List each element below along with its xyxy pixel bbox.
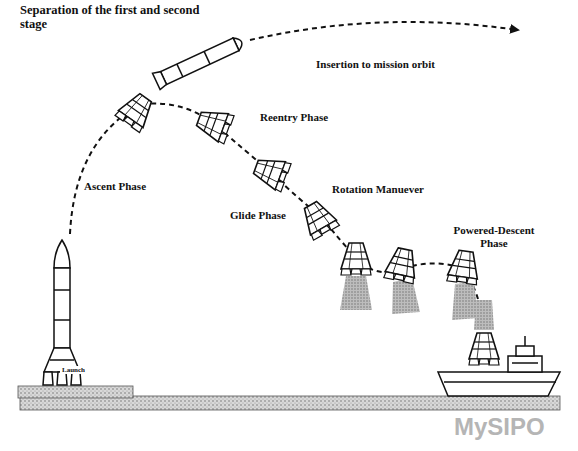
rotation-label: Rotation Manuever (330, 183, 426, 196)
ascent-label: Ascent Phase (82, 180, 148, 193)
reentry-label: Reentry Phase (258, 111, 330, 124)
orbit-insertion-label: Insertion to mission orbit (314, 58, 437, 71)
stage-separation-label: Separation of the first and second stage (18, 3, 202, 32)
glide-label: Glide Phase (228, 209, 288, 222)
powered-descent-label: Powered-Descent Phase (440, 224, 548, 249)
watermark: MySIPO (452, 413, 547, 441)
launch-label: Launch (60, 366, 87, 374)
